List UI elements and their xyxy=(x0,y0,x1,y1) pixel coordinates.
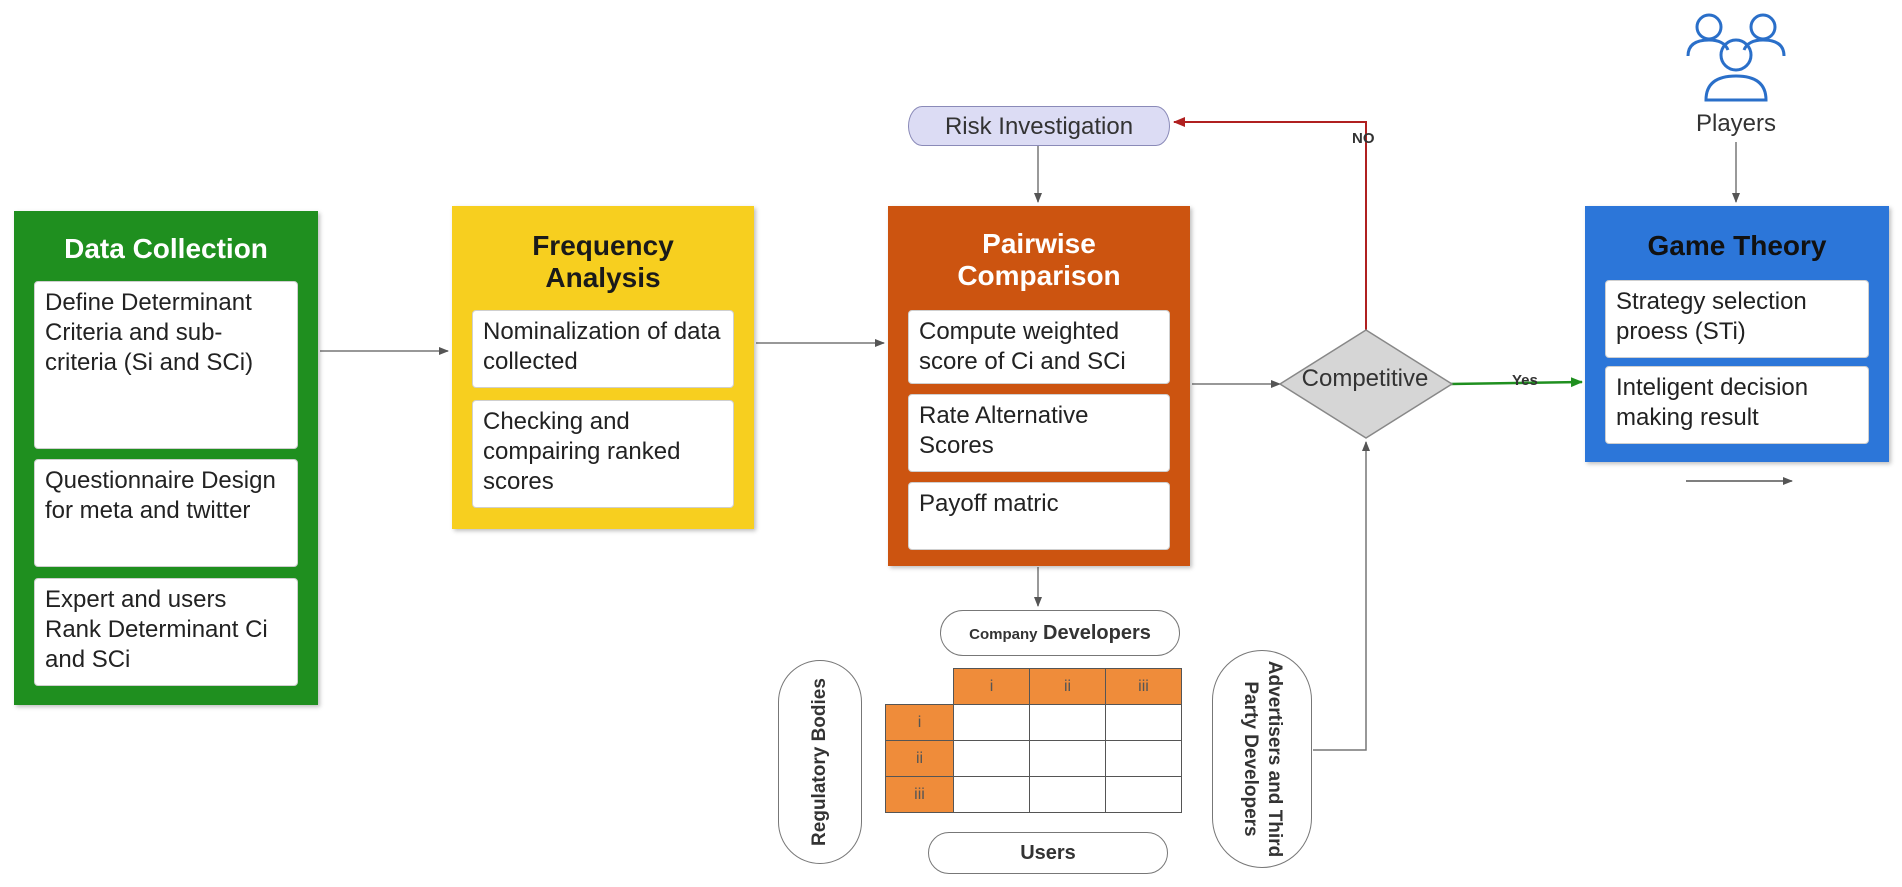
decision-result-step: Inteligent decision making result xyxy=(1605,366,1869,444)
define-criteria-step: Define Determinant Criteria and sub-crit… xyxy=(34,281,298,449)
matrix-cell xyxy=(953,704,1030,741)
users-group-icon xyxy=(1686,13,1786,102)
players-label: Players xyxy=(1695,110,1777,137)
matrix-row-header: ii xyxy=(885,740,954,777)
payoff-matrix-table: i ii iii i ii iii xyxy=(885,668,1182,813)
pairwise-comparison-title: Pairwise Comparison xyxy=(957,228,1121,291)
matrix-cell xyxy=(953,740,1030,777)
arrow-no-to-risk xyxy=(1173,117,1367,330)
advertisers-label: Advertisers and Third Party Developers xyxy=(1240,660,1285,858)
frequency-analysis-title: Frequency Analysis xyxy=(532,230,674,293)
company-label: Company xyxy=(969,626,1038,643)
rate-alternative-scores-step: Rate Alternative Scores xyxy=(908,394,1170,472)
matrix-cell xyxy=(1105,776,1182,813)
checking-scores-step: Checking and compairing ranked scores xyxy=(472,400,734,508)
questionnaire-design-step: Questionnaire Design for meta and twitte… xyxy=(34,459,298,567)
matrix-cell xyxy=(1029,740,1106,777)
compute-weighted-score-step: Compute weighted score of Ci and SCi xyxy=(908,310,1170,384)
matrix-row: ii xyxy=(885,740,1182,777)
developers-label: Developers xyxy=(1043,622,1151,644)
matrix-cell xyxy=(1105,704,1182,741)
data-collection-title: Data Collection xyxy=(64,233,268,264)
yes-label: Yes xyxy=(1512,372,1538,389)
arrow-matrix-to-decision xyxy=(1313,441,1370,751)
game-theory-panel: Game Theory Strategy selection proess (S… xyxy=(1585,206,1889,462)
matrix-row: i xyxy=(885,704,1182,741)
matrix-corner xyxy=(886,669,954,705)
strategy-selection-step: Strategy selection proess (STi) xyxy=(1605,280,1869,358)
matrix-row-header: iii xyxy=(885,776,954,813)
matrix-cell xyxy=(953,776,1030,813)
matrix-col-header: iii xyxy=(1105,668,1182,705)
data-collection-panel: Data Collection Define Determinant Crite… xyxy=(14,211,318,705)
matrix-col-header: ii xyxy=(1029,668,1106,705)
advertisers-pill: Advertisers and Third Party Developers xyxy=(1212,650,1312,868)
frequency-analysis-panel: Frequency Analysis Nominalization of dat… xyxy=(452,206,754,529)
company-developers-label: Company Developers xyxy=(940,610,1180,656)
payoff-matric-step: Payoff matric xyxy=(908,482,1170,550)
competitive-label: Competitive xyxy=(1301,365,1429,392)
matrix-cell xyxy=(1105,740,1182,777)
nominalization-step: Nominalization of data collected xyxy=(472,310,734,388)
pairwise-comparison-panel: Pairwise Comparison Compute weighted sco… xyxy=(888,206,1190,566)
regulatory-bodies-label: Regulatory Bodies xyxy=(809,678,830,846)
matrix-cell xyxy=(1029,776,1106,813)
matrix-row: iii xyxy=(885,776,1182,813)
matrix-row-header: i xyxy=(885,704,954,741)
matrix-col-header: i xyxy=(953,668,1030,705)
game-theory-title: Game Theory xyxy=(1647,230,1827,261)
matrix-header-row: i ii iii xyxy=(886,668,1182,705)
users-label: Users xyxy=(928,832,1168,874)
expert-rank-step: Expert and users Rank Determinant Ci and… xyxy=(34,578,298,686)
regulatory-bodies-pill: Regulatory Bodies xyxy=(778,660,862,864)
no-label: NO xyxy=(1352,130,1375,147)
risk-investigation-node: Risk Investigation xyxy=(908,106,1170,146)
matrix-cell xyxy=(1029,704,1106,741)
